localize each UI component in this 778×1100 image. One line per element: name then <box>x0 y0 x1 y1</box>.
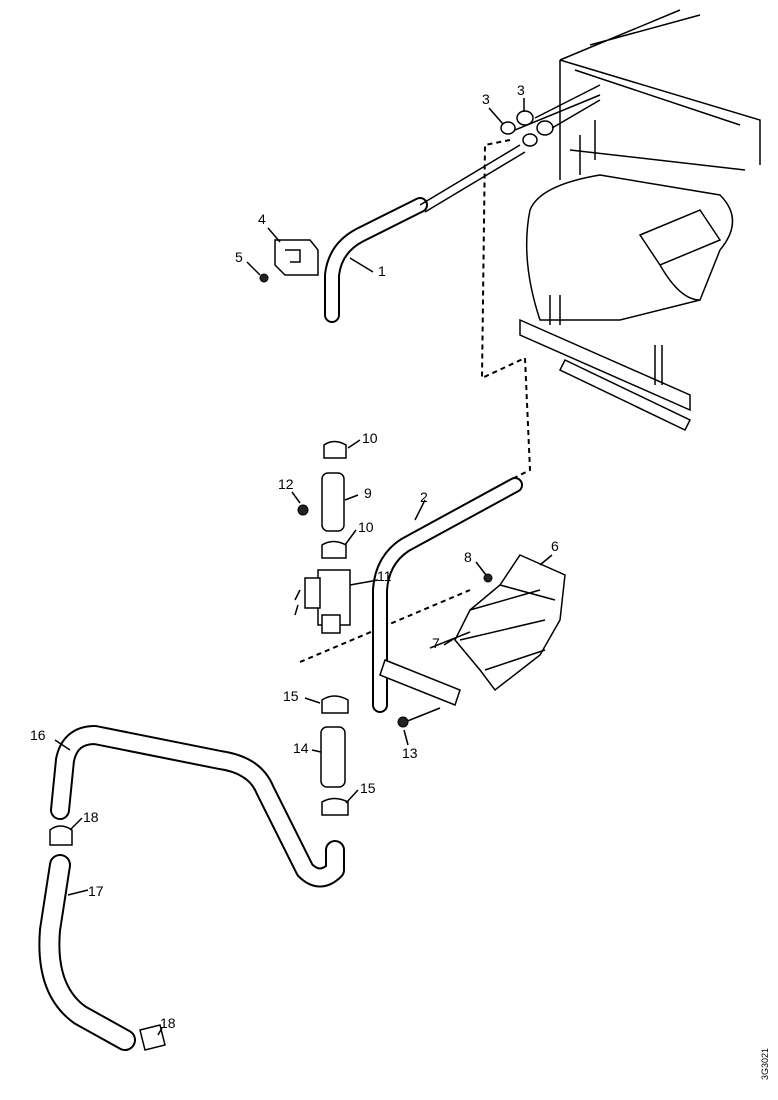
callout-3: 3 <box>517 82 525 98</box>
callout-11: 11 <box>377 568 392 584</box>
callout-14: 14 <box>293 740 309 756</box>
callout-7: 7 <box>432 635 440 651</box>
callout-18: 18 <box>83 809 99 825</box>
callout-1: 1 <box>378 263 386 279</box>
connection-line <box>480 139 532 481</box>
hose-16 <box>50 725 345 888</box>
callout-17: 17 <box>88 883 104 899</box>
callout-16: 16 <box>30 727 46 743</box>
bracket-4 <box>274 239 319 276</box>
callout-8: 8 <box>464 549 472 565</box>
clamp-18-lower <box>139 1024 166 1051</box>
callout-4: 4 <box>258 211 266 227</box>
callout-18: 18 <box>160 1015 176 1031</box>
callout-13: 13 <box>402 745 418 761</box>
fittings-3 <box>500 84 601 147</box>
nut-5 <box>259 273 269 283</box>
clamp-10-upper <box>323 440 347 459</box>
appliance-housing <box>519 9 761 431</box>
clamp-15-lower <box>321 797 349 816</box>
callout-10: 10 <box>358 519 374 535</box>
clamp-15-upper <box>321 695 349 714</box>
valve-11 <box>294 569 351 634</box>
callout-3: 3 <box>482 91 490 107</box>
nut-12 <box>297 504 309 516</box>
callout-12: 12 <box>278 476 294 492</box>
hose-17 <box>38 854 136 1051</box>
hose-14 <box>320 726 346 788</box>
callout-15: 15 <box>360 780 376 796</box>
bracket-6 <box>379 554 566 728</box>
pipe-1 <box>324 144 526 323</box>
hose-9 <box>321 472 345 532</box>
callout-15: 15 <box>283 688 299 704</box>
callout-2: 2 <box>420 489 428 505</box>
callout-6: 6 <box>551 538 559 554</box>
callout-5: 5 <box>235 249 243 265</box>
callout-10: 10 <box>362 430 378 446</box>
callout-9: 9 <box>364 485 372 501</box>
pipe-2 <box>372 477 523 713</box>
drawing-code: 3G3021 <box>760 1048 770 1080</box>
clamp-10-lower <box>321 540 347 559</box>
clamp-18-upper <box>49 825 73 846</box>
